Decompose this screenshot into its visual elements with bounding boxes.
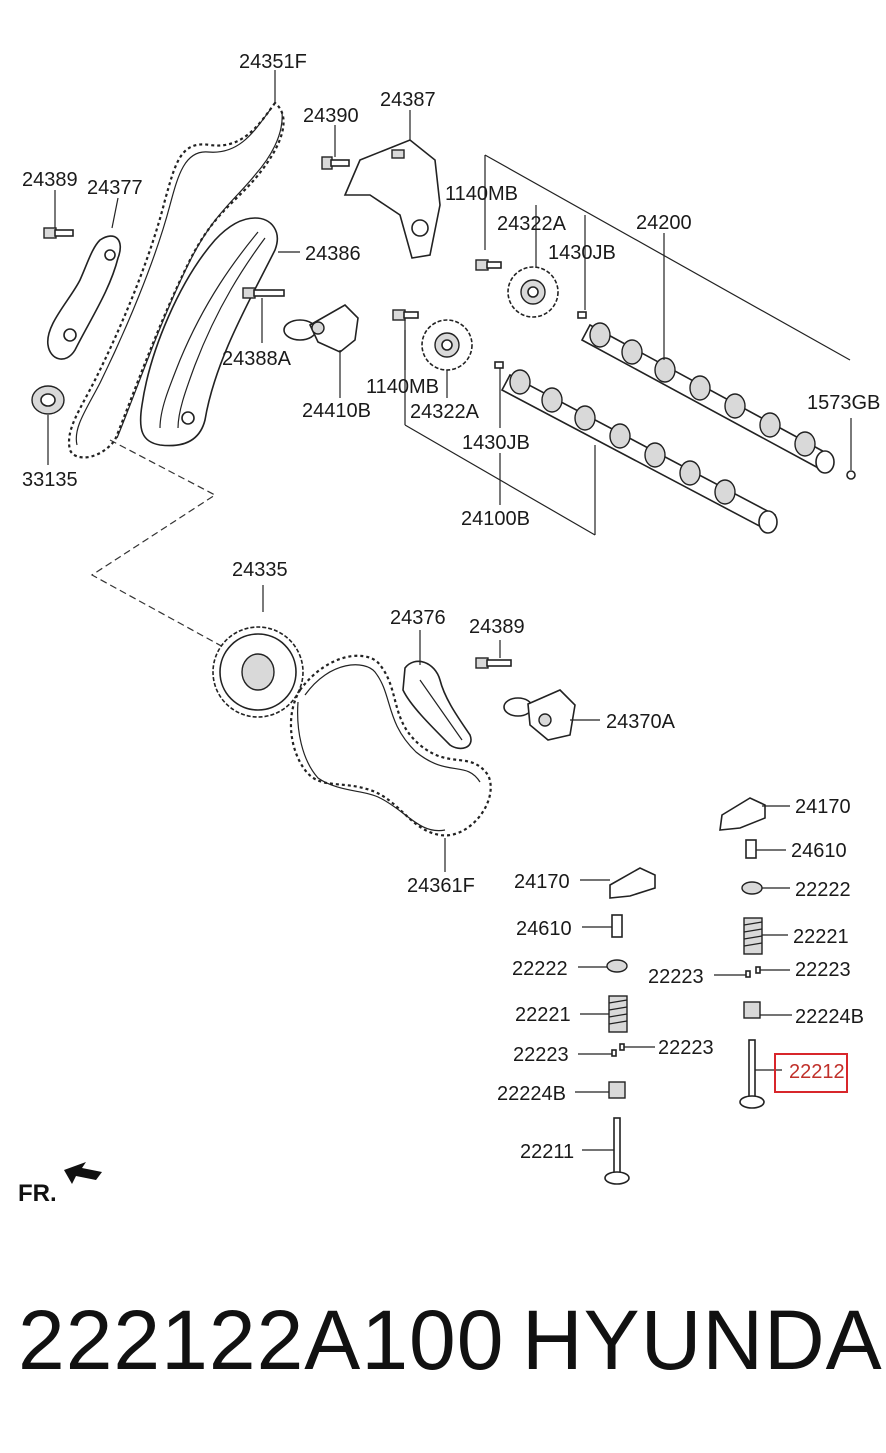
rocker-arm-24170-left <box>609 867 656 899</box>
lash-adjuster-24610-left <box>611 914 623 938</box>
callout-labels: 24351F 24390 24387 24389 24377 1140MB 24… <box>22 51 880 1163</box>
dashed-alignment-lines <box>90 439 226 649</box>
chain-guide-24386 <box>139 217 279 447</box>
retainer-22222-right <box>741 881 763 895</box>
callout-22211: 22211 <box>520 1141 574 1163</box>
tensioner-24410B <box>242 287 359 353</box>
callout-24376: 24376 <box>390 607 446 629</box>
bolt-1140MB-lower <box>392 309 419 321</box>
spring-22221-left <box>608 995 628 1033</box>
callout-22221-left: 22221 <box>515 1004 571 1026</box>
callout-22222-right: 22222 <box>795 879 851 901</box>
callout-24377: 24377 <box>87 177 143 199</box>
guide-24376 <box>402 660 472 750</box>
callout-24335: 24335 <box>232 559 288 581</box>
callout-1573GB: 1573GB <box>807 392 880 414</box>
front-arrow-icon <box>64 1162 102 1184</box>
callout-24100B: 24100B <box>461 508 530 530</box>
callout-24389-lower: 24389 <box>469 616 525 638</box>
exhaust-valve-22212 <box>739 1039 765 1109</box>
cam-sprocket-upper <box>507 266 559 318</box>
callout-24322A-lower: 24322A <box>410 401 480 423</box>
callout-24610-left: 24610 <box>516 918 572 940</box>
bolt-24390 <box>321 156 350 170</box>
callout-22222-left: 22222 <box>512 958 568 980</box>
callout-1140MB-lower: 1140MB <box>366 376 439 398</box>
callout-22223-left-b: 22223 <box>658 1037 714 1059</box>
callout-22212: 22212 <box>789 1061 845 1083</box>
brand-name: HYUNDAI <box>522 1293 886 1387</box>
callout-24200: 24200 <box>636 212 692 234</box>
callout-24351F: 24351F <box>239 51 307 73</box>
callout-24370A: 24370A <box>606 711 676 733</box>
callout-24170-left: 24170 <box>514 871 570 893</box>
bolt-24389-upper <box>43 227 74 239</box>
highlight-box-22212 <box>774 1053 848 1093</box>
callout-1430JB-lower: 1430JB <box>462 432 530 454</box>
bracket-24387 <box>343 139 441 259</box>
seal-22224B-right <box>743 1001 761 1019</box>
callout-22221-right: 22221 <box>793 926 849 948</box>
retainer-22222-left <box>606 959 628 973</box>
callout-24386: 24386 <box>305 243 361 265</box>
part-number: 222122A100 <box>18 1293 505 1387</box>
callout-1140MB-upper: 1140MB <box>445 183 518 205</box>
callout-24388A: 24388A <box>222 348 292 370</box>
callout-33135: 33135 <box>22 469 78 491</box>
intake-valve-22211 <box>604 1117 630 1185</box>
leader-lines <box>47 70 852 1151</box>
callout-24322A-upper: 24322A <box>497 213 567 235</box>
callout-22223-right-b: 22223 <box>795 959 851 981</box>
plug-1573GB <box>846 470 856 480</box>
rocker-arm-24170-right <box>719 797 766 831</box>
cam-sprocket-lower <box>421 319 473 371</box>
camshaft-24200 <box>577 311 835 474</box>
cotters-22223-right <box>745 966 761 978</box>
crank-sprocket-24335 <box>212 626 304 718</box>
camshaft-24100B <box>494 361 778 534</box>
chain-guide-bracket-24377 <box>47 235 122 360</box>
front-direction-label: FR. <box>18 1180 57 1207</box>
tensioner-24370A <box>475 657 576 741</box>
upper-timing-chain <box>67 101 285 459</box>
washer-33135 <box>31 385 65 415</box>
callout-24387: 24387 <box>380 89 436 111</box>
callout-24170-right: 24170 <box>795 796 851 818</box>
seal-22224B-left <box>608 1081 626 1099</box>
callout-24389-upper: 24389 <box>22 169 78 191</box>
callout-22224B-left: 22224B <box>497 1083 566 1105</box>
callout-24361F: 24361F <box>407 875 475 897</box>
spring-22221-right <box>743 917 763 955</box>
callout-24410B: 24410B <box>302 400 371 422</box>
callout-24390: 24390 <box>303 105 359 127</box>
callout-22223-left-a: 22223 <box>513 1044 569 1066</box>
callout-1430JB-upper: 1430JB <box>548 242 616 264</box>
lash-adjuster-24610-right <box>745 839 757 859</box>
callout-22223-right-a: 22223 <box>648 966 704 988</box>
bolt-1140MB-upper <box>475 259 502 271</box>
callout-24610-right: 24610 <box>791 840 847 862</box>
callout-22224B-right: 22224B <box>795 1006 864 1028</box>
lower-timing-chain-24361F <box>289 654 492 837</box>
cotters-22223-left <box>611 1043 625 1057</box>
